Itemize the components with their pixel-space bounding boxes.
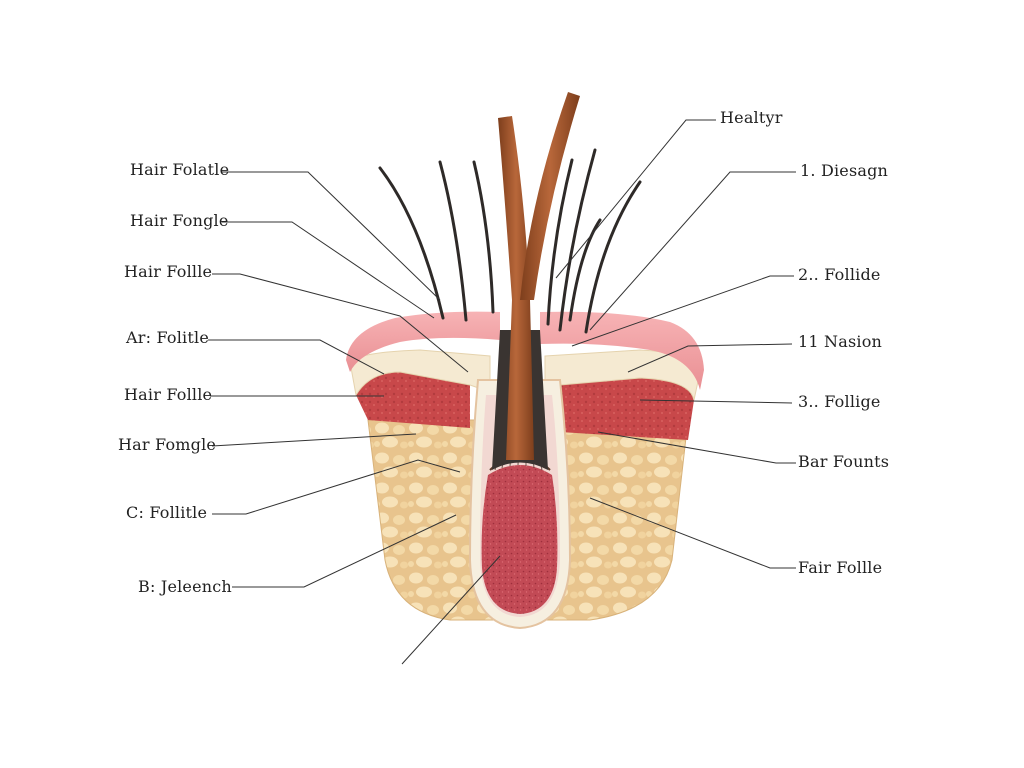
- label-right-5: 3.. Follige: [798, 392, 881, 411]
- dermis-red-layer: [356, 372, 694, 440]
- epidermis: [346, 311, 704, 390]
- label-left-7: C: Follitle: [126, 503, 208, 522]
- label-right-6: Bar Founts: [798, 452, 890, 471]
- label-left-1: Hair Folatle: [130, 160, 230, 179]
- label-right-1: Healtyr: [720, 108, 783, 127]
- label-right-7: Fair Follle: [798, 558, 883, 577]
- label-left-6: Har Fomgle: [118, 435, 217, 454]
- fine-hairs: [378, 148, 642, 334]
- label-left-2: Hair Fongle: [130, 211, 229, 230]
- leader-lines-right: [555, 119, 796, 569]
- label-right-3: 2.. Follide: [798, 265, 881, 284]
- label-left-8: B: Jeleench: [138, 577, 232, 596]
- label-right-2: 1. Diesagn: [800, 161, 889, 180]
- leader-lines-left: [208, 171, 501, 665]
- label-left-5: Hair Follle: [124, 385, 213, 404]
- label-left-4: Ar: Folitle: [126, 328, 209, 347]
- hair-shaft: [492, 92, 580, 470]
- label-right-4: 11 Nasion: [798, 332, 883, 351]
- label-left-3: Hair Follle: [124, 262, 213, 281]
